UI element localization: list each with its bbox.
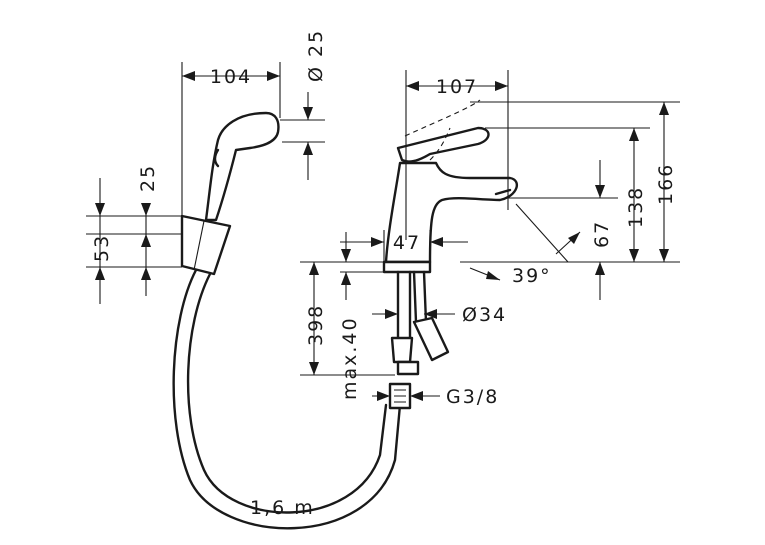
- spout-angle-label: 39°: [512, 265, 552, 287]
- spout-angle-dimension: 39°: [469, 203, 581, 287]
- hand-shower: [172, 111, 402, 530]
- basin-tap: [382, 99, 519, 410]
- tap-height-dimensions: 166 138 67: [460, 101, 680, 300]
- spout-height-label: 67: [591, 220, 613, 248]
- shower-diameter-dimension: Ø 25: [280, 29, 327, 180]
- holder-offset-label: 25: [137, 164, 159, 192]
- tap-body-width-label: 47: [393, 232, 421, 254]
- hose-length-label: 1,6 m: [250, 497, 315, 519]
- supply-hose-length-label: 398: [305, 304, 327, 346]
- tap-reach-label: 107: [436, 76, 478, 98]
- tap-body-width-dimension: 47: [340, 230, 468, 262]
- thread-dimension: G3/8: [372, 386, 499, 408]
- thread-label: G3/8: [446, 386, 499, 408]
- shower-width-dimension: 104: [181, 62, 281, 216]
- holder-dimension: 53 25: [86, 164, 182, 304]
- mount-diameter-dimension: Ø34: [372, 304, 507, 326]
- supply-dimensions: 398 max.40: [300, 232, 395, 400]
- max-thickness-label: max.40: [339, 316, 361, 400]
- tap-total-height-label: 166: [655, 163, 677, 205]
- shower-diameter-label: Ø 25: [305, 29, 327, 82]
- holder-height-label: 53: [91, 234, 113, 262]
- tap-lever-height-label: 138: [625, 186, 647, 228]
- mount-diameter-label: Ø34: [462, 304, 507, 326]
- shower-width-label: 104: [210, 66, 252, 88]
- tap-reach-dimension: 107: [405, 70, 509, 240]
